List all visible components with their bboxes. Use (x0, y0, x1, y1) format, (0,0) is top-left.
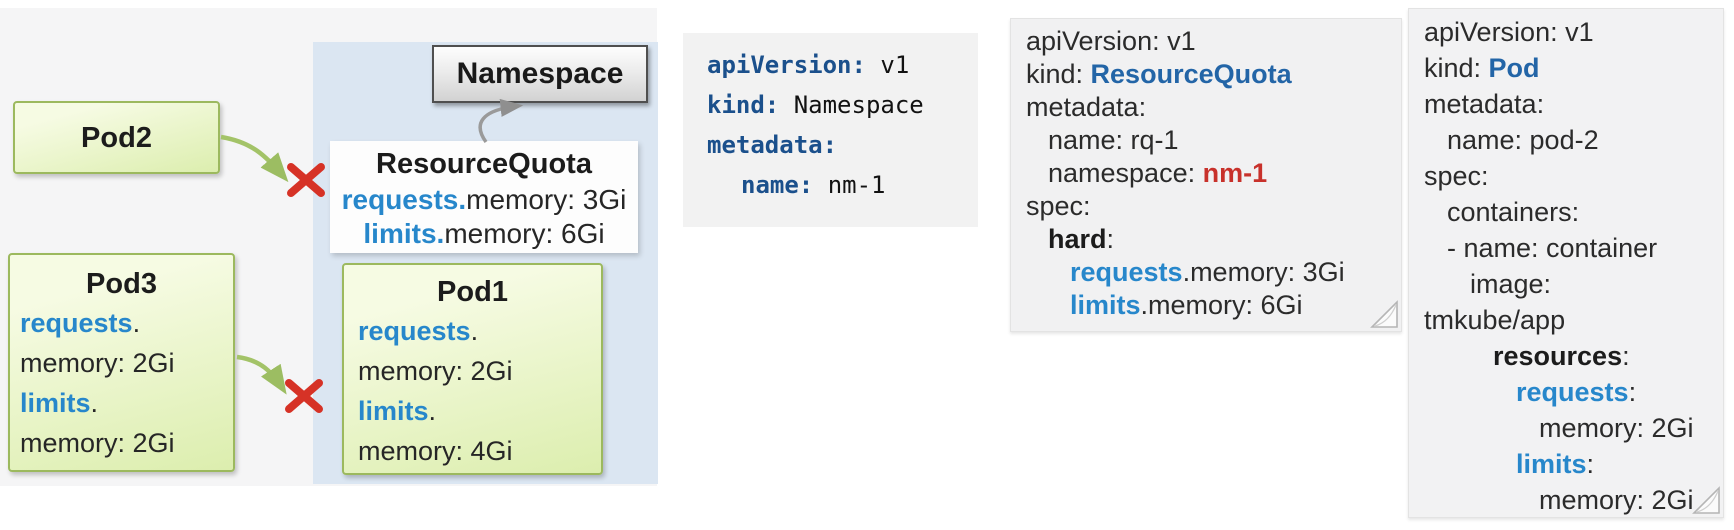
pod3-lines: requests. memory: 2Gi limits. memory: 2Gi (20, 303, 223, 463)
yaml-line: requests.memory: 3Gi (341, 184, 627, 215)
yaml-line: apiVersion: v1 (707, 51, 910, 79)
pod2-title: Pod2 (81, 121, 152, 154)
namespace-yaml-panel: apiVersion: v1 kind: Namespace metadata: na… (683, 33, 978, 227)
yaml-line: metadata: (1424, 89, 1545, 119)
yaml-line: apiVersion: v1 (1026, 26, 1196, 56)
pod3-box: Pod3 requests. memory: 2Gi limits. memory: … (8, 253, 235, 472)
yaml-line: memory: 2Gi (1539, 413, 1694, 443)
pod-yaml-lines: apiVersion: v1 kind: Pod metadata: name: po… (1424, 14, 1723, 518)
pod-yaml-panel: apiVersion: v1 kind: Pod metadata: name: po… (1408, 8, 1724, 518)
page-curl-icon (1692, 486, 1720, 514)
yaml-line: limits: (1516, 449, 1595, 479)
yaml-line: resources: (1493, 341, 1630, 371)
yaml-line: containers: (1447, 197, 1580, 227)
yaml-line: name: rq-1 (1048, 125, 1179, 155)
namespace-box: Namespace (432, 45, 648, 103)
namespace-box-label: Namespace (456, 57, 624, 90)
yaml-line: kind: ResourceQuota (1026, 59, 1292, 89)
yaml-line: spec: (1026, 191, 1091, 221)
yaml-line: memory: 4Gi (358, 436, 513, 466)
pod1-box: Pod1 requests. memory: 2Gi limits. memory: … (342, 263, 603, 475)
yaml-line: requests. (20, 308, 141, 338)
yaml-line: limits. (20, 388, 99, 418)
yaml-line: limits. (358, 396, 437, 426)
yaml-line: image: (1470, 269, 1552, 299)
yaml-line: limits.memory: 6Gi (363, 218, 605, 249)
pod1-lines: requests. memory: 2Gi limits. memory: 4Gi (358, 311, 587, 471)
yaml-line: kind: Pod (1424, 53, 1540, 83)
namespace-yaml-lines: apiVersion: v1 kind: Namespace metadata: na… (707, 45, 978, 205)
yaml-line: namespace: nm-1 (1048, 158, 1268, 188)
yaml-line: memory: 2Gi (358, 356, 513, 386)
yaml-line: hard: (1048, 224, 1115, 254)
yaml-line: memory: 2Gi (20, 348, 175, 378)
yaml-line: name: pod-2 (1447, 125, 1599, 155)
yaml-line: requests. (358, 316, 479, 346)
yaml-line: memory: 2Gi (1539, 485, 1694, 515)
yaml-line: metadata: (1026, 92, 1147, 122)
yaml-line: requests.memory: 3Gi (1070, 257, 1345, 287)
yaml-line: metadata: (707, 131, 838, 159)
pod3-title: Pod3 (86, 268, 157, 300)
yaml-line: spec: (1424, 161, 1489, 191)
yaml-line: - name: container (1447, 233, 1658, 263)
yaml-line: kind: Namespace (707, 91, 924, 119)
pod2-box: Pod2 (13, 101, 220, 174)
yaml-line: tmkube/app (1424, 305, 1566, 335)
pod1-title: Pod1 (437, 276, 508, 308)
resource-quota-title: ResourceQuota (376, 148, 592, 180)
yaml-line: name: nm-1 (741, 171, 886, 199)
yaml-line: apiVersion: v1 (1424, 17, 1594, 47)
yaml-line: memory: 2Gi (20, 428, 175, 458)
yaml-line: requests: (1516, 377, 1637, 407)
page-curl-icon (1370, 300, 1398, 328)
yaml-line: limits.memory: 6Gi (1070, 290, 1303, 320)
